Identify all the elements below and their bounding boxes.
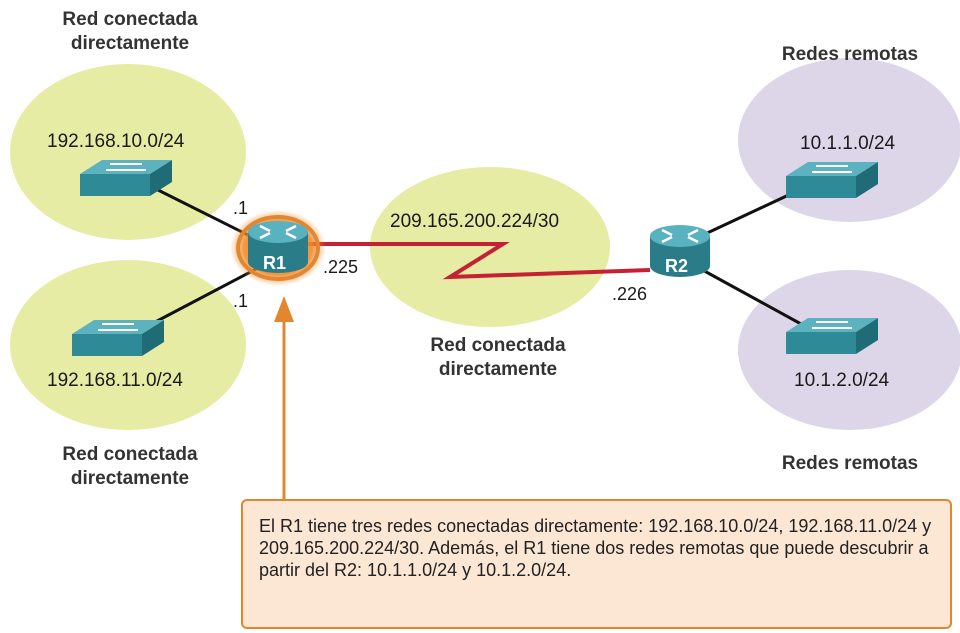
network-label-wan: 209.165.200.224/30 <box>390 211 560 232</box>
network-lan1-area <box>10 64 246 240</box>
router-r2-label: R2 <box>665 256 689 276</box>
heading-bottom-left: Red conectada directamente <box>30 443 230 491</box>
network-label-remote1: 10.1.1.0/24 <box>800 133 896 154</box>
switch-lan1-icon <box>80 160 172 196</box>
switch-remote1-icon <box>786 162 878 198</box>
heading-line: Red conectada <box>430 335 566 356</box>
link-r2-remote2 <box>687 260 813 332</box>
switch-remote2-icon <box>786 318 878 354</box>
interface-r1-lan2: .1 <box>233 291 249 311</box>
interface-r1-lan1: .1 <box>233 198 249 218</box>
callout-box: El R1 tiene tres redes conectadas direct… <box>241 499 952 629</box>
router-r1-label: R1 <box>263 253 287 273</box>
heading-center: Red conectada directamente <box>398 334 598 382</box>
network-label-lan1: 192.168.10.0/24 <box>47 131 185 152</box>
network-label-lan2: 192.168.11.0/24 <box>47 370 183 391</box>
heading-line: directamente <box>438 359 558 380</box>
callout-arrowhead <box>274 296 294 322</box>
interface-r2-wan: .226 <box>612 284 648 304</box>
serial-link-r1-r2 <box>300 242 651 280</box>
heading-line: Red conectada <box>62 9 198 30</box>
heading-top-right: Redes remotas <box>781 44 919 65</box>
interface-r1-wan: .225 <box>323 257 359 277</box>
heading-line: directamente <box>70 468 190 489</box>
network-wan-area <box>370 167 610 327</box>
router-r2-icon <box>650 225 710 277</box>
heading-top-left: Red conectada directamente <box>30 8 230 56</box>
network-label-remote2: 10.1.2.0/24 <box>794 370 890 391</box>
link-r1-lan2 <box>139 266 259 332</box>
switch-lan2-icon <box>72 320 164 356</box>
router-r1-icon <box>248 221 308 273</box>
heading-bottom-right: Redes remotas <box>781 453 919 474</box>
heading-line: Red conectada <box>62 444 198 465</box>
heading-line: directamente <box>70 33 190 54</box>
